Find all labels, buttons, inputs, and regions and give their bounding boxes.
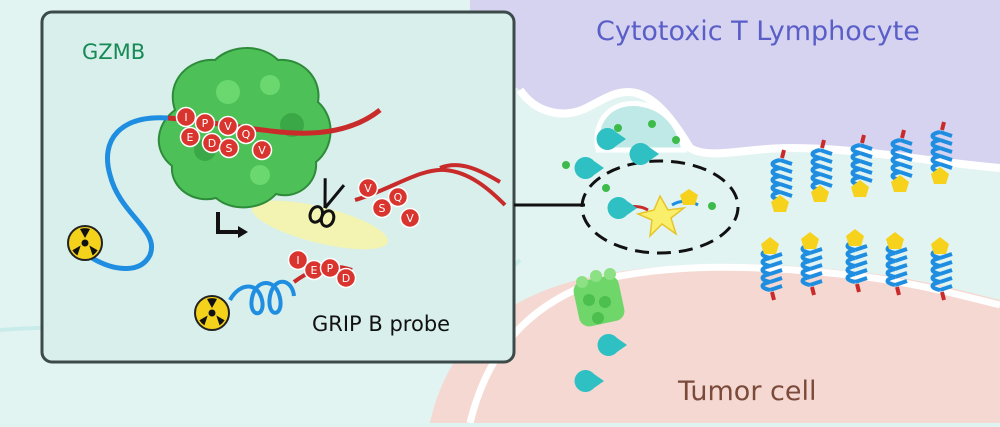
tumor-cell	[430, 263, 1000, 423]
membrane-probe	[810, 139, 833, 202]
grip-b-probe-label: GRIP B probe	[312, 312, 451, 336]
scissors-icon	[308, 178, 346, 228]
green-dots	[562, 120, 716, 210]
membrane-probe	[930, 121, 953, 184]
coiled-linker	[228, 279, 296, 316]
cleavage-spark	[635, 194, 687, 239]
t-lymphocyte-membrane	[516, 87, 1000, 172]
membrane-probe	[885, 232, 908, 296]
zoom-pentagon	[680, 189, 698, 205]
zoom-region	[580, 159, 740, 255]
free-peptide-tail	[439, 163, 502, 184]
membrane-probe	[770, 149, 793, 212]
membrane-probe	[850, 134, 873, 197]
t-lymphocyte-cell	[470, 0, 1000, 170]
tumor-cell-label: Tumor cell	[678, 376, 817, 407]
membrane-probe	[845, 229, 868, 293]
cleavage-glow	[251, 200, 389, 250]
membrane-probe	[930, 237, 953, 301]
surface-probes	[760, 121, 953, 301]
gzmb-label: GZMB	[82, 40, 146, 64]
tumor-cell-membrane	[466, 263, 1000, 424]
membrane-probe	[760, 237, 783, 301]
cytotoxic-t-lymphocyte-label: Cytotoxic T Lymphocyte	[596, 16, 920, 47]
radioactive-icon	[67, 225, 103, 261]
probe-linker	[90, 115, 169, 271]
perforin-pore	[573, 268, 625, 327]
granzyme-molecules	[574, 128, 659, 393]
cleaved-peptide-right	[354, 167, 507, 207]
membrane-probe	[890, 129, 913, 192]
radioactive-icon-2	[194, 295, 230, 331]
arrow-icon	[216, 212, 248, 238]
membrane-probe	[800, 232, 823, 296]
